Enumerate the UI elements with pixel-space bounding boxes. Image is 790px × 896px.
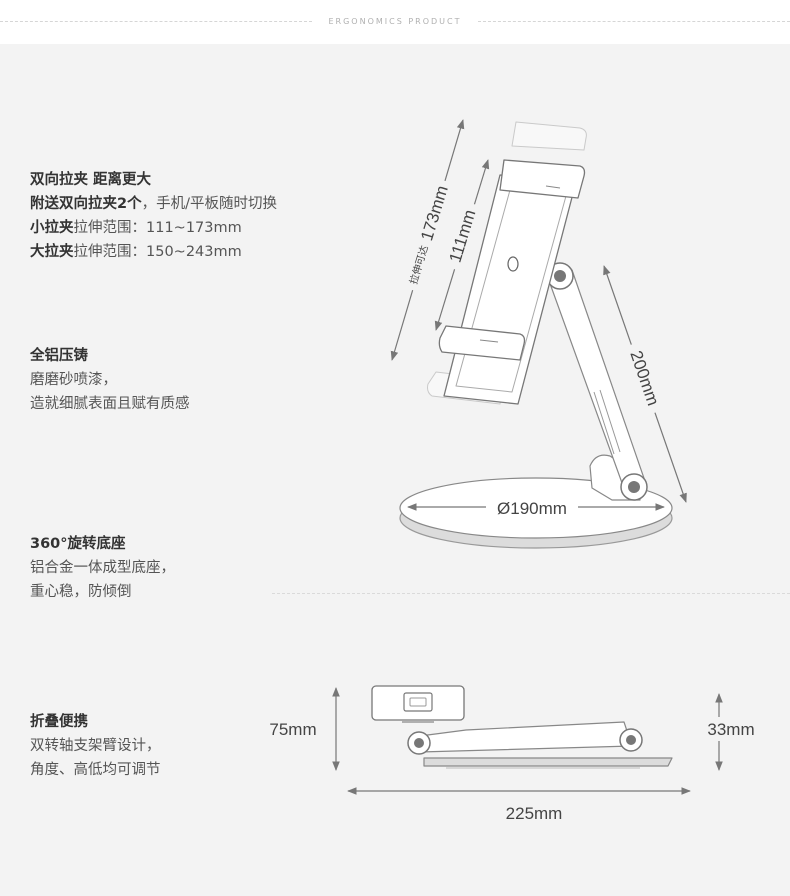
section-divider <box>272 593 790 594</box>
feature-foldable: 折叠便携 双转轴支架臂设计， 角度、高低均可调节 <box>30 710 161 782</box>
header-band <box>0 0 790 44</box>
header-title: ERGONOMICS PRODUCT <box>328 17 462 26</box>
feature-text: 铝合金一体成型底座， <box>30 560 175 576</box>
clamp-top-jaw <box>499 159 586 199</box>
folded-base <box>423 757 673 767</box>
feature-line: 造就细腻表面且赋有质感 <box>30 392 190 416</box>
feature-text: 拉伸范围：150~243mm <box>73 244 242 260</box>
diameter-label-bg <box>486 495 578 519</box>
feature-line: 折叠便携 <box>30 710 161 734</box>
feature-text: ，手机/平板随时切换 <box>141 196 277 212</box>
feature-aluminum: 全铝压铸 磨磨砂喷漆， 造就细腻表面且赋有质感 <box>30 344 190 416</box>
folded-height-label: 75mm <box>269 720 316 739</box>
feature-highlight: 大拉夹 <box>30 244 74 260</box>
base-height-label-bg <box>700 717 740 741</box>
header-divider-left <box>0 21 312 22</box>
folded-length-label: 225mm <box>506 804 563 823</box>
header-divider-right <box>478 21 790 22</box>
feature-highlight: 360°旋转底座 <box>30 536 126 552</box>
feature-line: 磨磨砂喷漆， <box>30 368 190 392</box>
feature-text: 造就细腻表面且赋有质感 <box>30 396 190 412</box>
feature-highlight: 双向拉夹 距离更大 <box>30 172 152 188</box>
lower-hinge-core <box>628 481 640 493</box>
feature-line: 双向拉夹 距离更大 <box>30 168 277 192</box>
feature-text: 双转轴支架臂设计， <box>30 738 161 754</box>
feature-line: 小拉夹拉伸范围：111~173mm <box>30 216 277 240</box>
feature-text: 角度、高低均可调节 <box>30 762 161 778</box>
base-diameter-label: Ø190mm <box>497 499 567 518</box>
feature-line: 360°旋转底座 <box>30 532 175 556</box>
feature-highlight: 小拉夹 <box>30 220 74 236</box>
folded-arm <box>419 721 633 753</box>
folded-stand-drawing <box>371 685 673 769</box>
feature-text: 重心稳，防倾倒 <box>30 584 132 600</box>
base-height-label: 33mm <box>707 720 754 739</box>
feature-highlight: 附送双向拉夹2个 <box>30 196 142 212</box>
upper-hinge-core <box>554 270 566 282</box>
arm-length-label-group: 200mm <box>621 340 669 416</box>
feature-highlight: 全铝压铸 <box>30 348 88 364</box>
feature-highlight: 折叠便携 <box>30 714 88 730</box>
feature-line: 附送双向拉夹2个，手机/平板随时切换 <box>30 192 277 216</box>
max-clamp-label-group: 拉伸可达 173mm <box>397 176 458 294</box>
feature-line: 角度、高低均可调节 <box>30 758 161 782</box>
feature-clamp: 双向拉夹 距离更大 附送双向拉夹2个，手机/平板随时切换 小拉夹拉伸范围：111… <box>30 168 277 264</box>
feature-line: 大拉夹拉伸范围：150~243mm <box>30 240 277 264</box>
feature-line: 全铝压铸 <box>30 344 190 368</box>
feature-text: 磨磨砂喷漆， <box>30 372 117 388</box>
feature-line: 双转轴支架臂设计， <box>30 734 161 758</box>
feature-base: 360°旋转底座 铝合金一体成型底座， 重心稳，防倾倒 <box>30 532 175 604</box>
feature-text: 拉伸范围：111~173mm <box>73 220 242 236</box>
clamp-knob <box>507 256 519 272</box>
feature-line: 重心稳，防倾倒 <box>30 580 175 604</box>
feature-line: 铝合金一体成型底座， <box>30 556 175 580</box>
